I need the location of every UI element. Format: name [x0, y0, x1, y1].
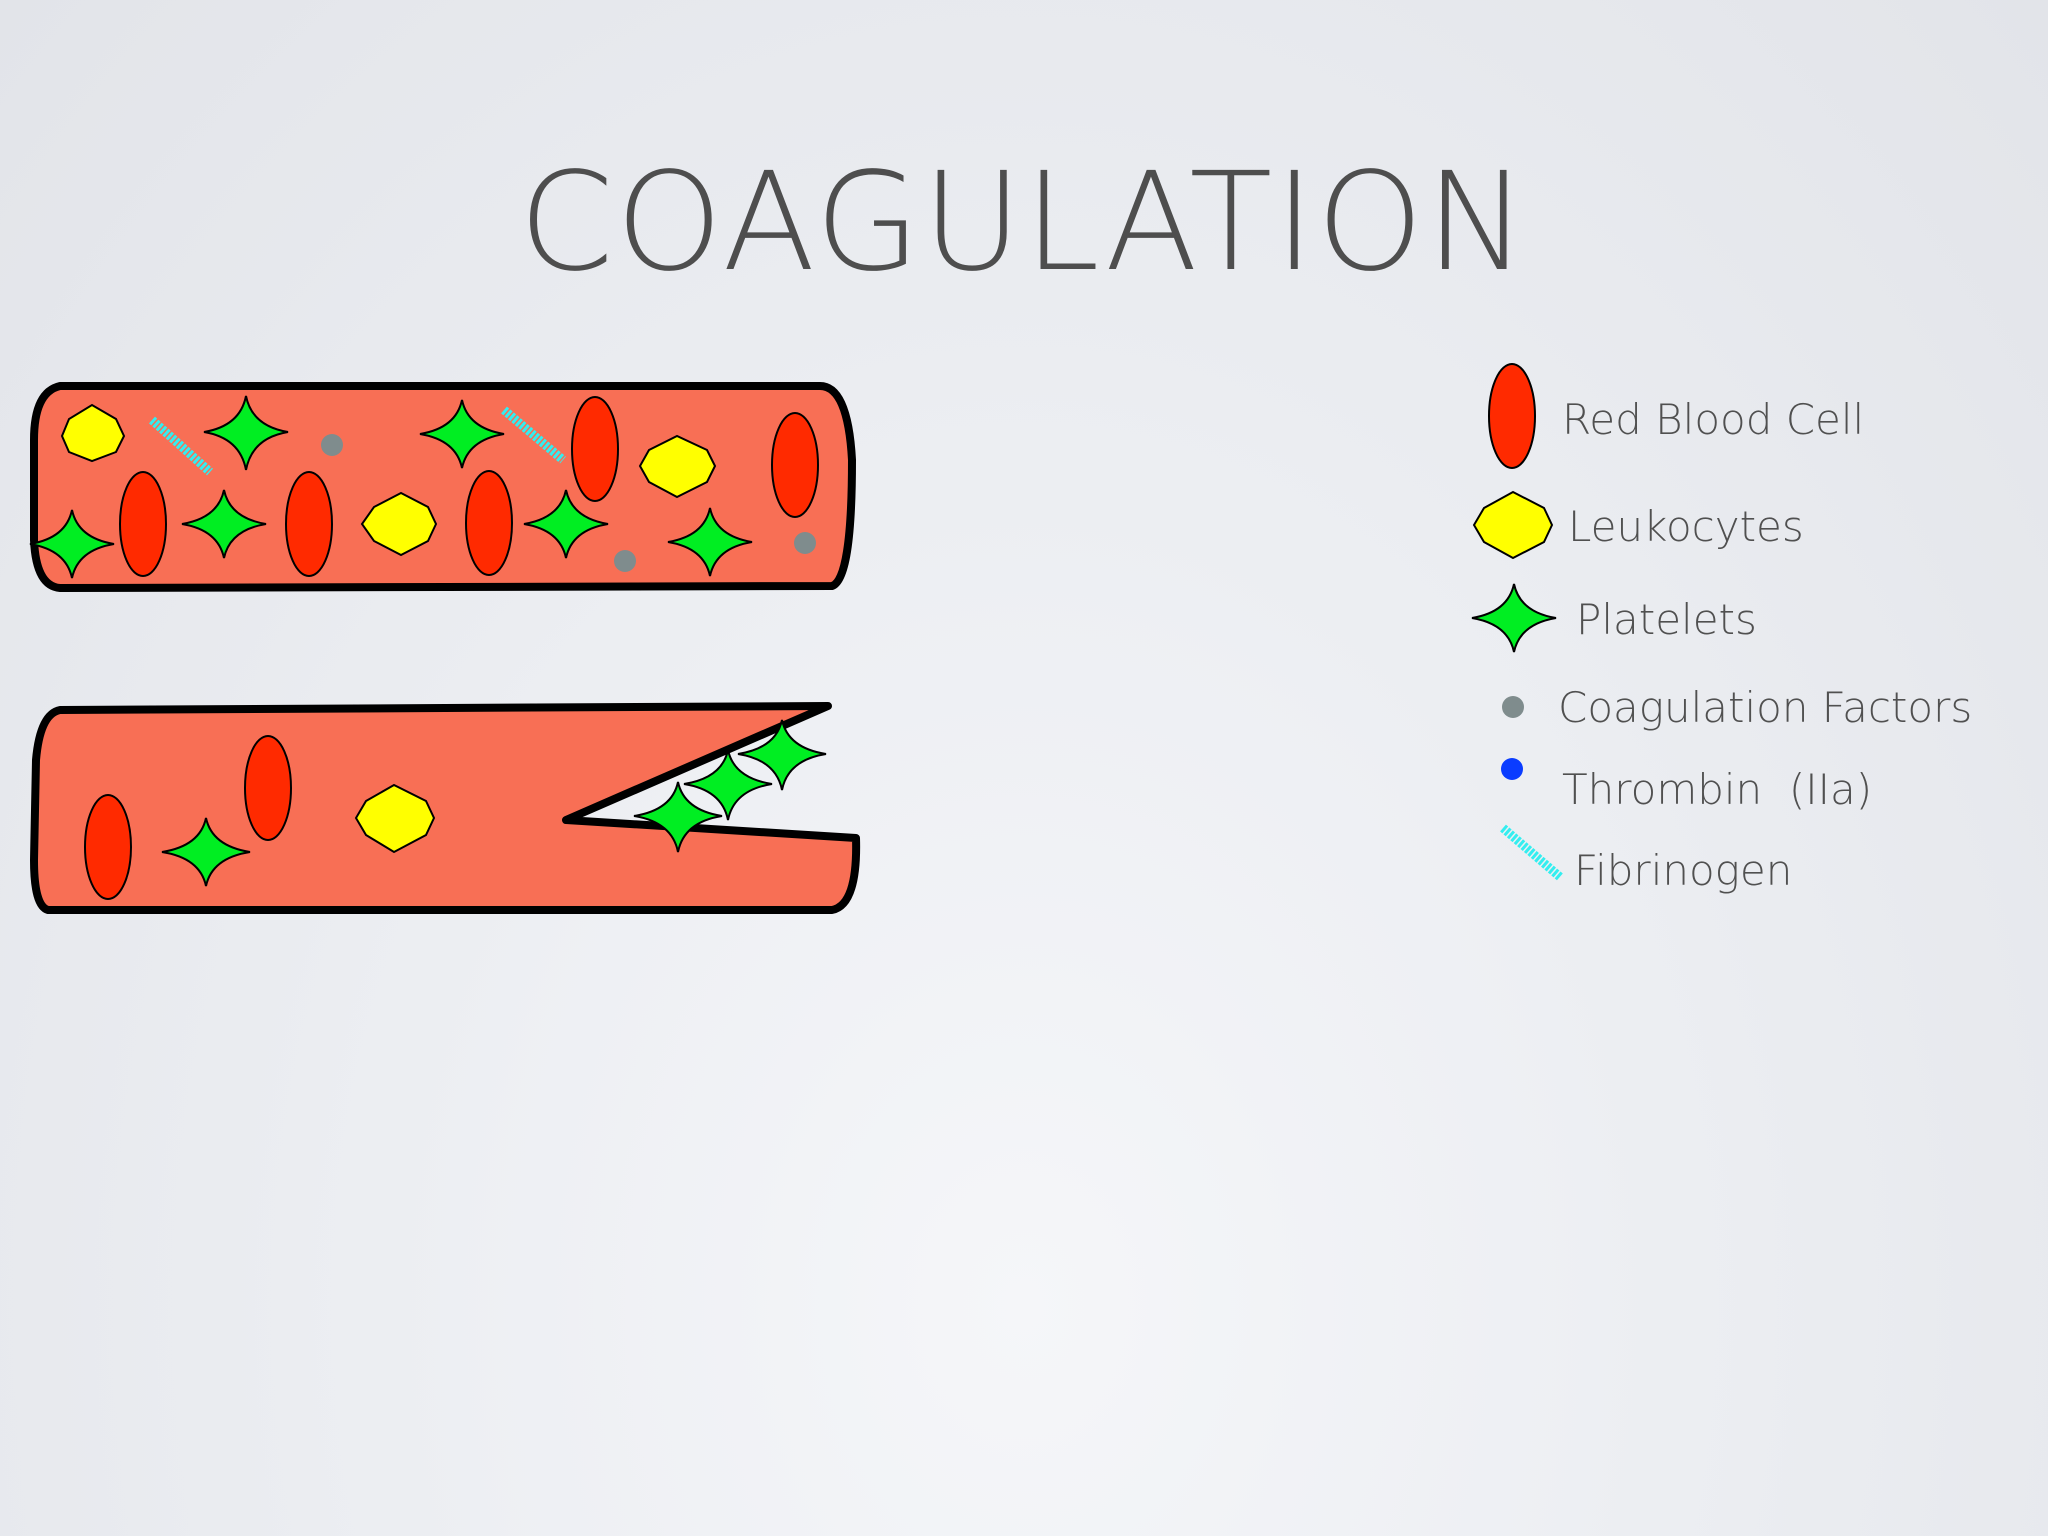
red-blood-cell [571, 396, 619, 502]
legend-item-thrombin: Thrombin (IIa) [1501, 758, 1872, 814]
red-blood-cell [285, 471, 333, 577]
platelet [203, 395, 289, 471]
red-blood-cell [84, 794, 132, 900]
leukocyte [638, 434, 717, 499]
leukocyte [360, 491, 438, 557]
legend-label: Thrombin (IIa) [1562, 765, 1872, 814]
coagulation-factor-icon [1502, 696, 1524, 718]
legend-item-fibrinogen: Fibrinogen [1500, 824, 1792, 895]
legend-item-red-blood-cell: Red Blood Cell [1488, 363, 1864, 469]
red-blood-cell [465, 470, 513, 576]
legend-item-coagulation-factors: Coagulation Factors [1502, 683, 1972, 732]
intact-vessel-cells [29, 395, 819, 579]
platelet [29, 509, 115, 579]
legend: Red Blood Cell Leukocytes Platelets Coag… [1471, 363, 1972, 895]
platelet [181, 489, 267, 559]
platelet [419, 399, 505, 469]
red-blood-cell [771, 412, 819, 518]
red-blood-cell [244, 735, 292, 841]
red-blood-cell [119, 471, 167, 577]
fibrinogen [148, 416, 214, 476]
platelet [523, 489, 609, 559]
red-blood-cell-icon [1488, 363, 1536, 469]
leukocyte [354, 783, 436, 854]
platelet [667, 507, 753, 577]
injured-vessel [30, 702, 861, 914]
legend-label: Red Blood Cell [1562, 395, 1864, 444]
platelet [161, 817, 251, 887]
legend-label: Platelets [1576, 595, 1757, 644]
platelet-icon [1471, 583, 1557, 653]
fibrinogen-icon [1500, 824, 1563, 881]
leukocyte-icon [1472, 490, 1554, 560]
slide-title: COAGULATION [518, 144, 1530, 302]
platelet [737, 719, 827, 791]
coagulation-factor [794, 532, 816, 554]
platelet [683, 749, 773, 821]
legend-item-platelets: Platelets [1471, 583, 1757, 653]
legend-item-leukocytes: Leukocytes [1472, 490, 1804, 560]
injured-vessel-cells [84, 719, 827, 900]
legend-label: Coagulation Factors [1558, 683, 1972, 732]
thrombin-icon [1501, 758, 1523, 780]
leukocyte [60, 403, 126, 463]
legend-label: Leukocytes [1568, 502, 1804, 551]
injured-vessel-wall [30, 702, 861, 914]
platelet [633, 781, 723, 853]
legend-label: Fibrinogen [1574, 846, 1792, 895]
fibrinogen [501, 406, 566, 464]
coagulation-factor [614, 550, 636, 572]
coagulation-factor [321, 434, 343, 456]
